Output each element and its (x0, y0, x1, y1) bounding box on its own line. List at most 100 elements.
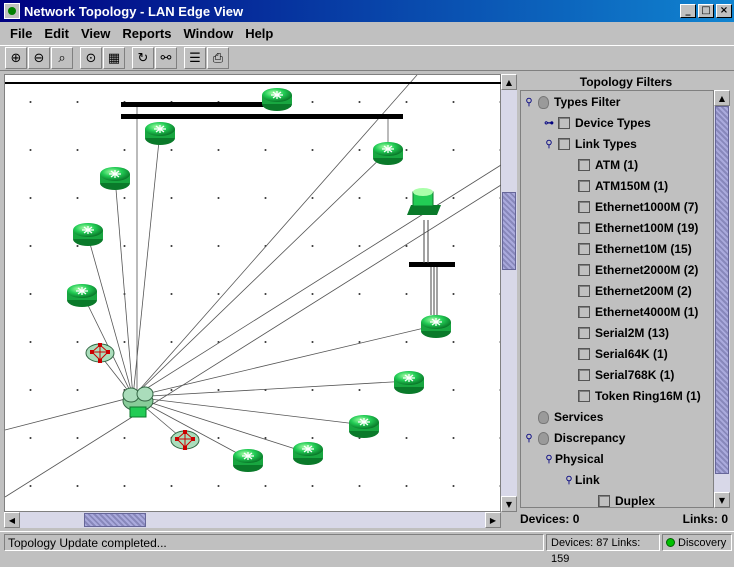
link-line[interactable] (132, 130, 161, 398)
tree-item-ethernet2000m[interactable]: Ethernet2000M (2) (563, 260, 698, 280)
router-icon[interactable] (261, 87, 293, 112)
tree-item-link-types[interactable]: ⚲Link Types (543, 134, 636, 154)
switch-icon[interactable] (407, 188, 441, 215)
tree-item-serial2m[interactable]: Serial2M (13) (563, 323, 669, 343)
tree-item-ethernet100m[interactable]: Ethernet100M (19) (563, 218, 698, 238)
tree-item-device-types[interactable]: ⊶Device Types (543, 113, 651, 133)
filter-checkbox[interactable] (578, 264, 590, 276)
menu-view[interactable]: View (80, 25, 111, 41)
zoom-out-icon[interactable]: ⊖ (28, 47, 50, 69)
find-icon[interactable]: ⚯ (155, 47, 177, 69)
canvas-vertical-scrollbar[interactable]: ▲ ▼ (501, 74, 517, 512)
router-icon[interactable] (144, 121, 176, 146)
tree-item-token-ring16m[interactable]: Token Ring16M (1) (563, 386, 701, 406)
filter-checkbox[interactable] (578, 243, 590, 255)
router-icon[interactable] (99, 166, 131, 191)
menu-window[interactable]: Window (183, 25, 234, 41)
zoom-region-icon[interactable]: ⌕ (51, 47, 73, 69)
scroll-thumb[interactable] (84, 513, 146, 527)
canvas-horizontal-scrollbar[interactable]: ◀ ▶ (4, 512, 501, 528)
tree-item-ethernet4000m[interactable]: Ethernet4000M (1) (563, 302, 698, 322)
tree-item-link[interactable]: ⚲Link (563, 470, 599, 490)
close-button[interactable]: × (716, 4, 732, 18)
filter-checkbox[interactable] (578, 369, 590, 381)
scroll-up-icon[interactable]: ▲ (714, 90, 730, 106)
tree-item-types-filter[interactable]: ⚲Types Filter (523, 92, 620, 112)
topology-canvas[interactable] (4, 74, 502, 512)
zoom-fit-icon[interactable]: ⊙ (80, 47, 102, 69)
tree-item-ethernet10m[interactable]: Ethernet10M (15) (563, 239, 692, 259)
scroll-left-icon[interactable]: ◀ (4, 512, 20, 528)
link-line[interactable] (132, 380, 410, 398)
router-icon[interactable] (232, 448, 264, 473)
maximize-button[interactable]: □ (698, 4, 714, 18)
scroll-thumb[interactable] (715, 106, 729, 474)
router-icon[interactable] (348, 414, 380, 439)
tree-item-serial64k[interactable]: Serial64K (1) (563, 344, 668, 364)
menu-edit[interactable]: Edit (44, 25, 69, 41)
tree-expand-handle-icon[interactable]: ⚲ (565, 474, 573, 486)
link-line[interactable] (132, 396, 249, 460)
network-cloud-icon[interactable] (122, 386, 154, 418)
link-line[interactable] (4, 184, 502, 498)
tree-item-physical[interactable]: ⚲Physical (543, 449, 603, 469)
filter-checkbox[interactable] (578, 348, 590, 360)
properties-icon[interactable]: ☰ (184, 47, 206, 69)
filter-checkbox[interactable] (578, 327, 590, 339)
tree-item-duplex[interactable]: Duplex (583, 491, 655, 511)
menu-file[interactable]: File (10, 25, 33, 41)
scroll-up-icon[interactable]: ▲ (501, 74, 517, 90)
tree-item-ethernet1000m[interactable]: Ethernet1000M (7) (563, 197, 698, 217)
filter-checkbox[interactable] (578, 222, 590, 234)
tree-expand-handle-icon[interactable]: ⊶ (544, 117, 554, 129)
scroll-right-icon[interactable]: ▶ (485, 512, 501, 528)
segment-bar[interactable] (409, 262, 455, 267)
mesh-cloud-icon[interactable] (85, 343, 115, 363)
router-icon[interactable] (292, 441, 324, 466)
link-line[interactable] (132, 74, 418, 398)
scroll-down-icon[interactable]: ▼ (714, 492, 730, 508)
link-line[interactable] (114, 176, 134, 398)
menu-help[interactable]: Help (245, 25, 274, 41)
router-icon[interactable] (420, 314, 452, 339)
link-line[interactable] (132, 396, 309, 454)
filter-checkbox[interactable] (598, 495, 610, 507)
tree-item-discrepancy[interactable]: ⚲Discrepancy (523, 428, 625, 448)
tree-expand-handle-icon[interactable]: ⚲ (525, 432, 533, 444)
filter-checkbox[interactable] (578, 201, 590, 213)
mesh-cloud-icon[interactable] (170, 430, 200, 450)
segment-bar[interactable] (121, 114, 403, 119)
tree-item-ethernet200m[interactable]: Ethernet200M (2) (563, 281, 692, 301)
tree-item-services[interactable]: Services (523, 407, 603, 427)
filter-checkbox[interactable] (578, 390, 590, 402)
minimize-button[interactable]: _ (680, 4, 696, 18)
menu-reports[interactable]: Reports (122, 25, 172, 41)
filter-checkbox[interactable] (558, 117, 570, 129)
filter-checkbox[interactable] (578, 159, 590, 171)
scroll-thumb[interactable] (502, 192, 516, 270)
fit-page-icon[interactable]: ▦ (103, 47, 125, 69)
link-line[interactable] (132, 324, 438, 398)
link-line[interactable] (132, 150, 389, 398)
filter-checkbox[interactable] (578, 180, 590, 192)
router-icon[interactable] (66, 283, 98, 308)
router-icon[interactable] (372, 141, 404, 166)
refresh-icon[interactable]: ↻ (132, 47, 154, 69)
filter-checkbox[interactable] (578, 306, 590, 318)
link-line[interactable] (4, 396, 134, 431)
tree-expand-handle-icon[interactable]: ⚲ (545, 138, 553, 150)
tree-item-atm150m[interactable]: ATM150M (1) (563, 176, 668, 196)
link-line[interactable] (132, 396, 366, 426)
tree-expand-handle-icon[interactable]: ⚲ (545, 453, 553, 465)
tree-item-atm[interactable]: ATM (1) (563, 155, 638, 175)
link-line[interactable] (132, 164, 502, 398)
tree-expand-handle-icon[interactable]: ⚲ (525, 96, 533, 108)
link-line[interactable] (86, 232, 134, 398)
tree-item-serial768k[interactable]: Serial768K (1) (563, 365, 674, 385)
scroll-down-icon[interactable]: ▼ (501, 496, 517, 512)
router-icon[interactable] (393, 370, 425, 395)
discovery-status[interactable]: Discovery (662, 534, 732, 551)
print-icon[interactable]: ⎙ (207, 47, 229, 69)
filter-checkbox[interactable] (578, 285, 590, 297)
filters-scrollbar[interactable]: ▲ ▼ (714, 90, 730, 508)
